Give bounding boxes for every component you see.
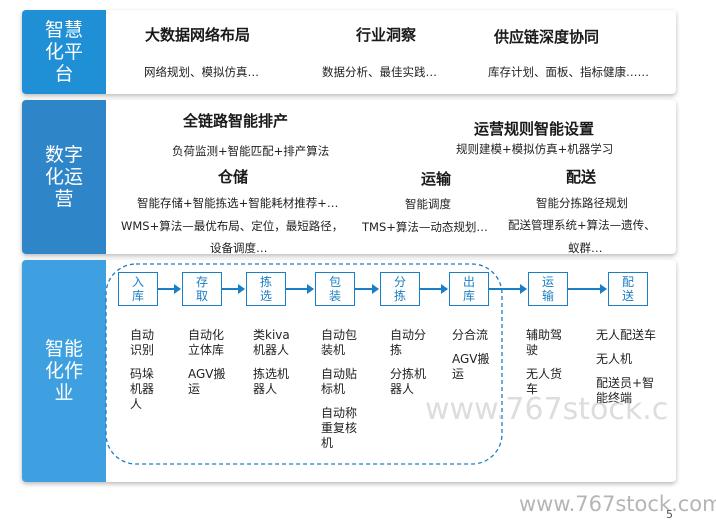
scheduling-desc: 负荷监测+智能匹配+排产算法 — [172, 144, 330, 158]
platform-item-desc: 网络规划、模拟仿真… — [144, 65, 259, 79]
operation-label: 数字 化运 营 — [22, 100, 106, 254]
equipment-item: 自动包装机 — [321, 328, 358, 357]
platform-item-desc: 库存计划、面板、指标健康…… — [488, 65, 649, 79]
execution-label: 智能 化作 业 — [22, 260, 106, 482]
storage-title: 仓储 — [218, 168, 249, 186]
equipment-item: AGV搬运 — [188, 367, 226, 396]
step-transport: 运输 — [528, 272, 568, 306]
equipment-item: AGV搬运 — [452, 352, 490, 381]
step-picking: 拣选 — [246, 272, 286, 306]
warehouse-dashed-boundary — [105, 263, 503, 465]
storage-line: WMS+算法—最优布局、定位，最短路径， — [121, 219, 344, 233]
flow-arrow — [355, 284, 379, 294]
equipment-column-outbound: 分合流 AGV搬运 — [452, 328, 490, 391]
platform-panel — [22, 10, 676, 94]
equipment-column-storage: 自动化立体库 AGV搬运 — [188, 328, 226, 406]
platform-item-desc: 数据分析、最佳实践… — [322, 65, 437, 79]
storage-line: 设备调度… — [210, 241, 268, 255]
scheduling-title: 全链路智能排产 — [183, 112, 289, 130]
page-number: 5 — [666, 508, 673, 521]
equipment-item: 自动称重复核机 — [321, 406, 358, 450]
flow-arrow — [222, 284, 245, 294]
transport-line: TMS+算法—动态规划… — [362, 220, 488, 234]
equipment-item: 无人货车 — [526, 367, 563, 396]
equipment-item: 分合流 — [452, 328, 489, 342]
transport-title: 运输 — [421, 170, 452, 188]
flow-arrow — [489, 284, 527, 294]
equipment-item: 自动识别 — [130, 328, 155, 357]
equipment-item: 无人机 — [596, 352, 633, 366]
step-inbound: 入库 — [118, 272, 158, 306]
operation-panel — [22, 100, 676, 254]
equipment-item: 拣选机器人 — [253, 367, 290, 396]
platform-item-title: 行业洞察 — [356, 26, 417, 44]
step-packing: 包装 — [315, 272, 355, 306]
flow-arrow — [568, 284, 607, 294]
step-sorting: 分拣 — [380, 272, 420, 306]
step-outbound: 出库 — [449, 272, 489, 306]
step-delivery: 配送 — [608, 272, 648, 306]
flow-arrow — [286, 284, 314, 294]
delivery-line: 智能分拣路径规划 — [536, 196, 628, 210]
equipment-item: 辅助驾驶 — [526, 328, 563, 357]
equipment-column-sorting: 自动分拣 分拣机器人 — [390, 328, 426, 406]
flow-arrow — [158, 284, 181, 294]
flow-arrow — [420, 284, 448, 294]
equipment-column-packing: 自动包装机 自动贴标机 自动称重复核机 — [321, 328, 357, 460]
equipment-column-transport: 辅助驾驶 无人货车 — [526, 328, 562, 406]
equipment-item: 自动化立体库 — [188, 328, 225, 357]
rules-desc: 规则建模+模拟仿真+机器学习 — [456, 142, 614, 156]
watermark: www.767stock.com — [519, 492, 716, 516]
platform-item-title: 大数据网络布局 — [145, 26, 251, 44]
equipment-item: 码垛机器人 — [130, 367, 155, 411]
platform-item-title: 供应链深度协同 — [494, 28, 600, 46]
equipment-column-delivery: 无人配送车 无人机 配送员+智能终端 — [596, 328, 656, 415]
rules-title: 运营规则智能设置 — [474, 120, 595, 138]
delivery-title: 配送 — [566, 168, 597, 186]
storage-line: 智能存储+智能拣选+智能耗材推荐+… — [137, 196, 339, 210]
watermark-mid: www.767stock.c — [425, 392, 669, 427]
equipment-item: 分拣机器人 — [390, 367, 427, 396]
transport-line: 智能调度 — [405, 197, 451, 211]
equipment-item: 无人配送车 — [596, 328, 657, 342]
equipment-item: 配送员+智能终端 — [596, 376, 655, 405]
equipment-item: 自动分拣 — [390, 328, 427, 357]
platform-label: 智慧 化平 台 — [22, 10, 106, 94]
delivery-line: 配送管理系统+算法—遗传、 — [508, 218, 656, 232]
equipment-item: 自动贴标机 — [321, 367, 358, 396]
delivery-line: 蚁群… — [568, 241, 603, 255]
step-storage: 存取 — [182, 272, 222, 306]
equipment-column-inbound: 自动识别 码垛机器人 — [130, 328, 154, 421]
